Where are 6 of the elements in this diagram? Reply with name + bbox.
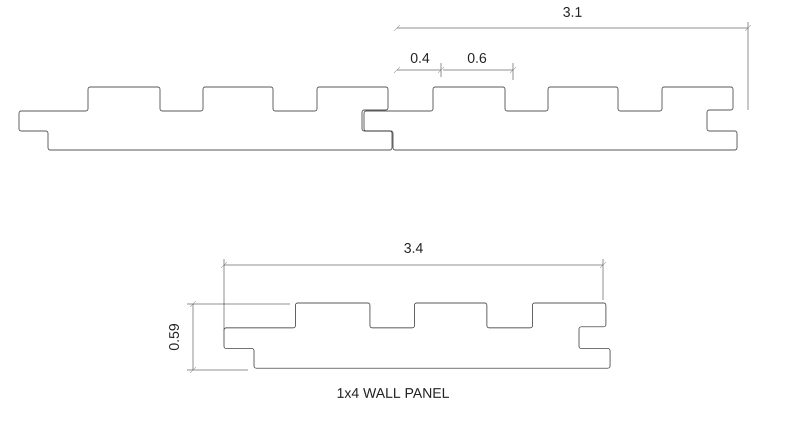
dimension-label: 0.59	[169, 324, 179, 350]
caption: 1x4 WALL PANEL	[338, 388, 449, 398]
dimension-label: 3.1	[563, 7, 582, 17]
dimension-label: 3.4	[404, 243, 423, 253]
dimension-label: 0.6	[468, 53, 486, 63]
dimension-label: 0.4	[410, 53, 430, 63]
